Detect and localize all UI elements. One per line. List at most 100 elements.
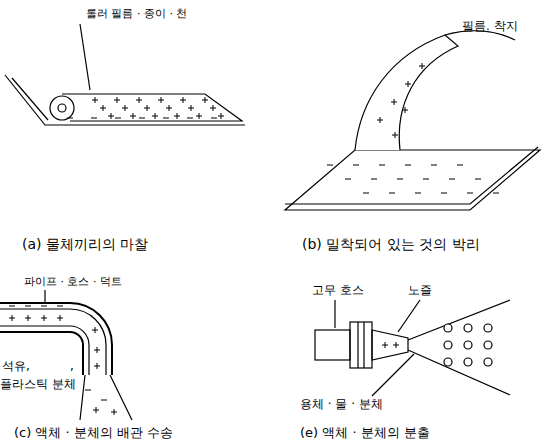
charge-mark xyxy=(419,63,425,69)
leader-line xyxy=(372,354,414,396)
part-label: 석유, xyxy=(2,360,30,374)
droplet xyxy=(484,324,492,332)
charge-mark xyxy=(353,165,359,166)
peeled-film xyxy=(355,35,458,150)
charge-mark xyxy=(136,97,142,103)
lower-sheet xyxy=(285,150,540,210)
charge-mark xyxy=(423,179,429,180)
panel-caption: (e) 액체 · 분체의 분출 xyxy=(300,426,430,441)
rubber-hose xyxy=(315,330,350,360)
part-label: , xyxy=(70,360,74,374)
charge-mark xyxy=(41,306,47,307)
droplet xyxy=(484,341,492,349)
charge-mark xyxy=(139,118,145,119)
charge-mark xyxy=(85,390,91,391)
charge-mark xyxy=(57,315,63,321)
charge-mark xyxy=(382,342,388,348)
charge-mark xyxy=(130,113,136,119)
charge-mark xyxy=(115,118,121,119)
base-sheet xyxy=(5,75,245,125)
part-label: 고무 호스 xyxy=(312,284,364,298)
charge-mark xyxy=(441,193,447,194)
charge-mark xyxy=(94,347,100,353)
charge-mark xyxy=(371,179,377,180)
roller-axle xyxy=(58,104,66,112)
charge-mark xyxy=(187,118,193,119)
droplet xyxy=(444,324,452,332)
outflow-stream xyxy=(80,375,132,420)
droplet xyxy=(464,324,472,332)
friction-illustration xyxy=(5,24,245,125)
charge-mark xyxy=(202,97,208,103)
nut-flats xyxy=(358,322,364,368)
panel-caption: (c) 액체 · 분체의 배관 수송 xyxy=(14,426,173,441)
charge-mark xyxy=(57,306,63,307)
charge-mark xyxy=(9,306,15,307)
droplet xyxy=(464,341,472,349)
part-label: 노즐 xyxy=(408,284,432,298)
film-strip xyxy=(62,94,242,121)
hose-nut xyxy=(350,322,372,368)
charge-mark xyxy=(108,113,114,119)
charge-mark xyxy=(188,105,194,111)
pipe-inner-wall xyxy=(0,332,83,375)
charge-mark xyxy=(449,179,455,180)
charge-mark xyxy=(389,193,395,194)
leader-line xyxy=(44,290,45,302)
charge-mark xyxy=(415,193,421,194)
charge-mark xyxy=(158,97,164,103)
charge-mark xyxy=(405,165,411,166)
droplet xyxy=(444,358,452,366)
charge-mark xyxy=(363,193,369,194)
pipe-outer-lining xyxy=(0,309,106,375)
charge-mark xyxy=(327,165,333,166)
base-sheet-edge xyxy=(12,78,48,120)
charge-mark xyxy=(392,132,398,138)
charge-mark xyxy=(379,165,385,166)
droplet xyxy=(444,341,452,349)
spray-cone xyxy=(408,300,510,395)
charge-mark xyxy=(9,315,15,321)
charge-mark xyxy=(210,105,216,111)
droplet xyxy=(484,358,492,366)
charge-mark xyxy=(180,97,186,103)
lower-sheet-edge xyxy=(285,147,538,204)
charge-mark xyxy=(114,97,120,103)
nozzle-illustration xyxy=(315,300,510,396)
charge-mark xyxy=(475,179,481,180)
panel-caption: (a) 물체끼리의 마찰 xyxy=(22,236,148,252)
charge-mark xyxy=(101,400,107,401)
part-label: 플라스틱 분체 xyxy=(0,378,76,392)
charge-mark xyxy=(111,409,117,415)
charge-mark xyxy=(377,117,383,123)
charge-mark xyxy=(467,193,473,194)
droplet xyxy=(464,358,472,366)
charge-mark xyxy=(152,113,158,119)
charge-mark xyxy=(41,315,47,321)
charge-mark xyxy=(393,342,399,348)
pipe-illustration xyxy=(0,290,132,420)
charge-mark xyxy=(174,113,180,119)
charge-mark xyxy=(92,97,98,103)
charge-mark xyxy=(431,165,437,166)
charge-mark xyxy=(67,118,73,119)
charge-mark xyxy=(391,99,397,105)
part-label: 파이프 · 호스 · 덕트 xyxy=(24,276,122,289)
charge-mark xyxy=(457,165,463,166)
charge-mark xyxy=(493,193,499,194)
part-label: 용체 · 물 · 분체 xyxy=(300,398,383,412)
roller xyxy=(50,96,74,120)
charge-mark xyxy=(100,105,106,111)
charge-mark xyxy=(211,118,217,119)
charge-mark xyxy=(196,113,202,119)
charge-mark xyxy=(25,306,31,307)
part-label: 필름. 착지 xyxy=(462,20,518,34)
charge-mark xyxy=(218,113,224,119)
charge-mark xyxy=(402,107,408,113)
charge-marks xyxy=(9,63,499,415)
charge-mark xyxy=(166,105,172,111)
charge-mark xyxy=(92,327,98,333)
charge-mark xyxy=(91,118,97,119)
